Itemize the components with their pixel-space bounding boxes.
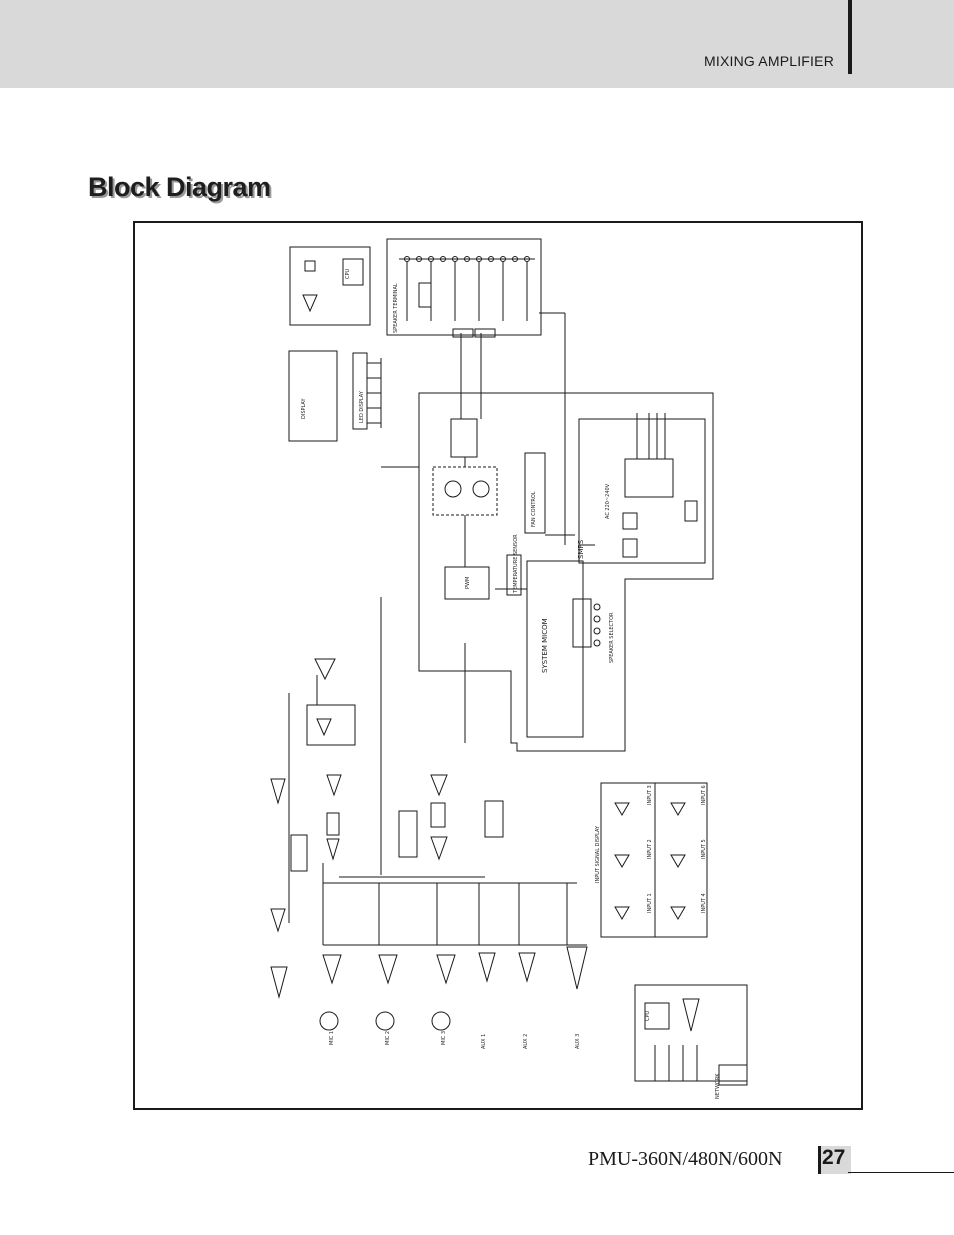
cpu-bottom-label: CPU <box>645 1010 651 1021</box>
aux3-label: AUX 3 <box>575 1034 581 1049</box>
power-amp-label: PWM <box>465 577 471 589</box>
page-title: Block Diagram <box>88 172 271 202</box>
led-display-label: LED DISPLAY <box>359 390 365 423</box>
input4-label: INPUT 4 <box>701 893 707 913</box>
input6-label: INPUT 6 <box>701 785 707 805</box>
footer-page-box <box>818 1146 851 1174</box>
smps-label: SMPS <box>577 539 585 559</box>
header-band <box>0 0 954 88</box>
mic2-label: MIC 2 <box>385 1031 391 1045</box>
fan-control-label: FAN CONTROL <box>531 491 537 527</box>
led-display-block <box>352 352 368 430</box>
footer-model-name: PMU-360N/480N/600N <box>588 1148 783 1170</box>
temperature-sensor-block <box>506 554 522 596</box>
input2-label: INPUT 2 <box>647 839 653 859</box>
header-rule <box>848 0 852 74</box>
block-diagram-drawing: SMPS SYSTEM MICOM SPEAKER TERMINAL CPU C… <box>270 238 748 1099</box>
display-label: DISPLAY <box>301 398 307 419</box>
network-label: NETWORK <box>715 1073 721 1099</box>
cpu-top-label: CPU <box>345 268 351 279</box>
mic3-label: MIC 3 <box>441 1031 447 1045</box>
fan-control-block <box>524 452 546 534</box>
system-micom-block <box>526 560 584 738</box>
speaker-selector-label: SPEAKER SELECTOR <box>609 612 615 663</box>
ac-in-label: AC 220~240V <box>605 483 611 519</box>
temperature-sensor-label: TEMPERATURE SENSOR <box>513 534 519 594</box>
header-section-title: MIXING AMPLIFIER <box>704 53 834 69</box>
pwm-block <box>444 566 490 600</box>
cpu-network-block <box>634 984 748 1082</box>
smps-block <box>578 418 706 564</box>
speaker-terminal-label: SPEAKER TERMINAL <box>393 283 399 333</box>
block-diagram: SMPS SYSTEM MICOM SPEAKER TERMINAL CPU C… <box>133 221 863 1110</box>
display-block <box>288 350 338 442</box>
aux2-label: AUX 2 <box>523 1034 529 1049</box>
speaker-terminal-block <box>386 238 542 336</box>
cpu-block <box>289 246 371 326</box>
micom-led-display <box>572 598 592 648</box>
input3-label: INPUT 3 <box>647 785 653 805</box>
input-signal-display-label: INPUT SIGNAL DISPLAY <box>595 825 601 883</box>
footer-rule <box>848 1172 954 1173</box>
aux1-label: AUX 1 <box>481 1034 487 1049</box>
mic1-label: MIC 1 <box>329 1031 335 1045</box>
input5-label: INPUT 5 <box>701 839 707 859</box>
input1-label: INPUT 1 <box>647 893 653 913</box>
system-micom-label: SYSTEM MICOM <box>541 618 549 673</box>
page-number: 27 <box>822 1146 846 1169</box>
